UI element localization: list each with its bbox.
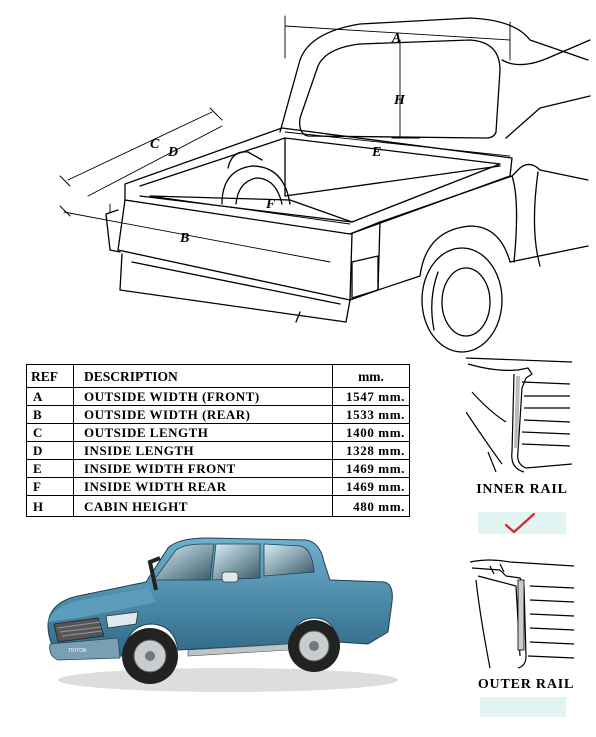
rear-wheel (288, 620, 340, 672)
row-description: OUTSIDE WIDTH (FRONT) (73, 387, 333, 406)
rear-tire (421, 247, 503, 353)
row-value: 1547 mm. (332, 387, 410, 406)
row-value: 1469 mm. (332, 459, 410, 478)
outer-rail-illustration (470, 559, 575, 669)
header-ref: REF (26, 364, 74, 388)
inner-rail-selection-box[interactable] (478, 512, 566, 534)
row-ref: F (26, 477, 74, 496)
pickup-dimension-diagram: A H E C D F B (59, 15, 591, 353)
wheel-well (221, 165, 291, 205)
row-ref: D (26, 441, 74, 460)
dimensions-table: REF DESCRIPTION mm. A OUTSIDE WIDTH (FRO… (26, 364, 410, 517)
truck-badge: TRITON (68, 648, 87, 654)
inner-rail-label: INNER RAIL (476, 482, 568, 497)
table-row: B OUTSIDE WIDTH (REAR) 1533 mm. (26, 405, 410, 424)
dim-label-h: H (393, 93, 406, 108)
table-header-row: REF DESCRIPTION mm. (26, 364, 410, 388)
dim-label-c: C (150, 137, 160, 152)
dim-label-b: B (179, 231, 189, 246)
front-wheel (122, 628, 178, 684)
row-description: OUTSIDE LENGTH (73, 423, 333, 442)
dim-label-a: A (391, 31, 401, 46)
row-ref: A (26, 387, 74, 406)
row-ref: B (26, 405, 74, 424)
row-description: INSIDE WIDTH FRONT (73, 459, 333, 478)
table-row: H CABIN HEIGHT 480 mm. (26, 495, 410, 517)
table-row: A OUTSIDE WIDTH (FRONT) 1547 mm. (26, 387, 410, 406)
tailgate (117, 199, 353, 301)
row-value: 1469 mm. (332, 477, 410, 496)
table-row: C OUTSIDE LENGTH 1400 mm. (26, 423, 410, 442)
row-description: INSIDE LENGTH (73, 441, 333, 460)
row-value: 1533 mm. (332, 405, 410, 424)
dim-label-e: E (371, 145, 381, 160)
table-row: F INSIDE WIDTH REAR 1469 mm. (26, 477, 410, 496)
table-row: E INSIDE WIDTH FRONT 1469 mm. (26, 459, 410, 478)
outer-rail-label: OUTER RAIL (477, 677, 575, 692)
row-description: INSIDE WIDTH REAR (73, 477, 333, 496)
row-ref: H (26, 495, 74, 517)
row-ref: C (26, 423, 74, 442)
row-value: 1328 mm. (332, 441, 410, 460)
header-description: DESCRIPTION (73, 364, 333, 388)
header-unit: mm. (332, 364, 410, 388)
row-description: OUTSIDE WIDTH (REAR) (73, 405, 333, 424)
dim-label-f: F (265, 197, 276, 212)
cabin-outline (279, 17, 589, 133)
body-side (379, 163, 589, 223)
dim-label-d: D (167, 145, 178, 160)
inner-rail-illustration (466, 357, 573, 473)
row-description: CABIN HEIGHT (73, 495, 333, 517)
row-value: 1400 mm. (332, 423, 410, 442)
truck-photo: TRITON (47, 537, 398, 692)
table-row: D INSIDE LENGTH 1328 mm. (26, 441, 410, 460)
outer-rail-selection-box[interactable] (480, 697, 566, 717)
checkmark-icon (504, 512, 536, 534)
row-ref: E (26, 459, 74, 478)
row-value: 480 mm. (332, 495, 410, 517)
